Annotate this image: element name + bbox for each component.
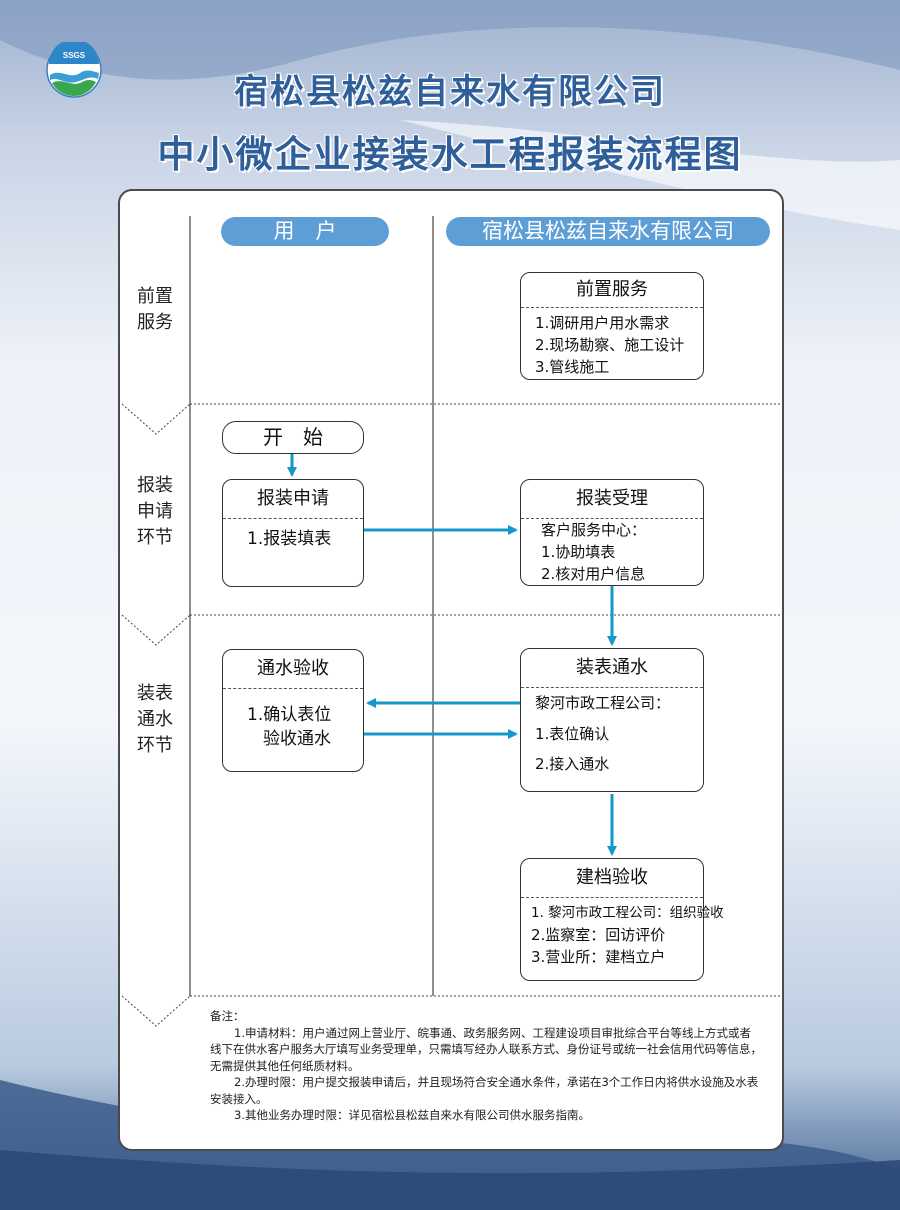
page-title-line2: 中小微企业接装水工程报装流程图 <box>157 133 743 176</box>
box-install: 装表通水 黎河市政工程公司： 1.表位确认 2.接入通水 <box>520 648 704 792</box>
page-title-line1: 宿松县松兹自来水有限公司 <box>234 72 666 112</box>
note-item: 2.办理时限：用户提交报装申请后，并且现场符合安全通水条件，承诺在3个工作日内将… <box>210 1075 759 1106</box>
notes-section: 备注： 1.申请材料：用户通过网上营业厅、皖事通、政务服务网、工程建设项目审批综… <box>210 1008 762 1124</box>
notes-heading: 备注： <box>210 1009 245 1023</box>
box-archive: 建档验收 1. 黎河市政工程公司：组织验收 2.监察室：回访评价 3.营业所：建… <box>520 858 724 981</box>
box-start: 开 始 <box>222 421 364 454</box>
flowchart-panel: 用 户 宿松县松兹自来水有限公司 前置 服务 报装 申请 环节 装表 通水 环节… <box>118 189 784 1151</box>
stage-label-apply: 报装 申请 环节 <box>137 475 173 548</box>
box-pre-service: 前置服务 1.调研用户用水需求 2.现场勘察、施工设计 3.管线施工 <box>520 272 704 380</box>
svg-text:SSGS: SSGS <box>63 51 86 60</box>
box-accept: 报装受理 客户服务中心： 1.协助填表 2.核对用户信息 <box>520 479 704 586</box>
note-item: 1.申请材料：用户通过网上营业厅、皖事通、政务服务网、工程建设项目审批综合平台等… <box>210 1025 762 1073</box>
column-header-company: 宿松县松兹自来水有限公司 <box>446 217 770 246</box>
box-check: 通水验收 1.确认表位 验收通水 <box>222 649 364 772</box>
box-apply: 报装申请 1.报装填表 <box>222 479 364 587</box>
stage-label-install: 装表 通水 环节 <box>137 683 173 756</box>
column-header-user: 用 户 <box>221 217 389 246</box>
ssgs-logo-icon: SSGS <box>46 42 102 98</box>
note-item: 3.其他业务办理时限：详见宿松县松兹自来水有限公司供水服务指南。 <box>234 1108 590 1122</box>
stage-label-pre-service: 前置 服务 <box>137 286 173 333</box>
flowchart-lines <box>121 216 782 1027</box>
